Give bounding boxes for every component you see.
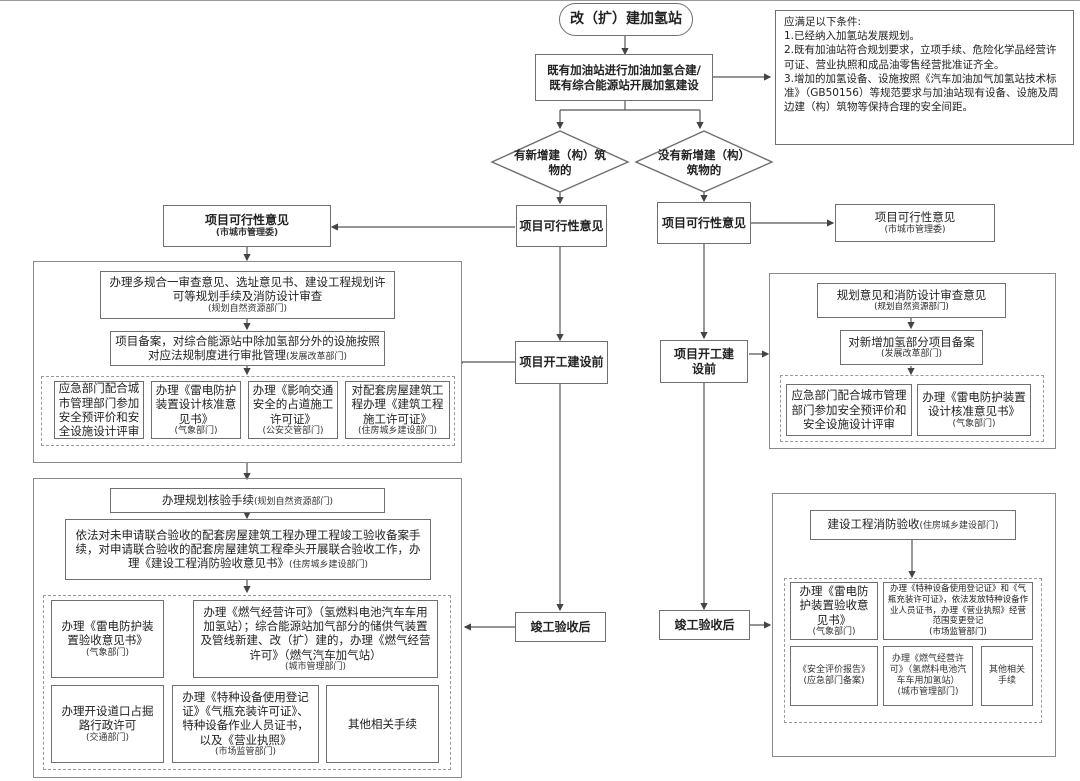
stage-feasibility-left: 项目可行性意见 xyxy=(516,205,607,247)
decision-right-text: 没有新增建（构）筑物的 xyxy=(658,148,750,177)
left-pre-item: 办理《雷电防护装置设计核准意见书》 (气象部门) xyxy=(151,381,241,439)
right-post-item: 其他相关手续 xyxy=(981,646,1033,706)
right-post-item: 办理《特种设备使用登记证》和《气瓶充装许可证》，依法发放特种设备作业人员证书，办… xyxy=(883,582,1033,640)
left-post-acceptance: 依法对未申请联合验收的配套房屋建筑工程办理工程竣工验收备案手续，对申请联合验收的… xyxy=(65,519,431,580)
start-node: 改（扩）建加氢站 xyxy=(559,3,693,36)
right-feasibility-box: 项目可行性意见 (市城市管理委) xyxy=(835,204,995,242)
left-post-acceptance-text: 依法对未申请联合验收的配套房屋建筑工程办理工程竣工验收备案手续，对申请联合验收的… xyxy=(75,527,421,571)
right-post-item: 《安全评价报告》 (应急部门备案) xyxy=(790,646,878,706)
step1-box: 既有加油站进行加油加氢合建/既有综合能源站开展加氢建设 xyxy=(535,54,713,101)
decision-left-text: 有新增建（构）筑物的 xyxy=(514,148,606,177)
right-pre-dashed-group xyxy=(780,375,1044,442)
step1-text: 既有加油站进行加油加氢合建/既有综合能源站开展加氢建设 xyxy=(547,63,701,92)
left-pre-frame xyxy=(33,261,462,463)
right-post-item: 办理《雷电防护装置验收意见书》 (气象部门) xyxy=(790,582,878,640)
right-pre-planning: 规划意见和消防设计审查意见 (规划自然资源部门) xyxy=(817,283,1006,318)
left-pre-filing: 项目备案，对综合能源站中除加氢部分外的设施按照对应法规制度进行审批管理(发展改革… xyxy=(110,331,385,366)
left-post-dashed-group xyxy=(43,595,451,770)
left-pre-item: 应急部门配合城市管理部门参加安全预评价和安全设施设计评审 xyxy=(54,381,144,439)
stage-pre-left: 项目开工建设前 xyxy=(515,341,608,384)
left-pre-dashed-group xyxy=(41,376,455,446)
left-post-item: 办理《特种设备使用登记证》《气瓶充装许可证》、特种设备作业人员证书，以及《营业执… xyxy=(172,685,319,763)
condition-item: 3.增加的加氢设备、设施按照《汽车加油加气加氢站技术标准》（GB50156）等规… xyxy=(784,72,1059,114)
left-pre-item: 对配套房屋建筑工程办理《建筑工程施工许可证》 (住房城乡建设部门) xyxy=(345,381,450,439)
stage-post-left: 竣工验收后 xyxy=(515,612,606,642)
right-post-dashed-group xyxy=(784,578,1042,723)
right-pre-item: 应急部门配合城市管理部门参加安全预评价和安全设施设计评审 xyxy=(786,384,912,436)
conditions-box: 应满足以下条件: 1.已经纳入加氢站发展规划。 2.既有加油站符合规划要求，立项… xyxy=(775,10,1074,145)
conditions-header: 应满足以下条件: xyxy=(784,16,862,28)
stage-pre-right: 项目开工建设前 xyxy=(660,340,748,383)
left-pre-filing-text: 项目备案，对综合能源站中除加氢部分外的设施按照对应法规制度进行审批管理(发展改革… xyxy=(115,333,380,363)
left-feasibility-box: 项目可行性意见 (市城市管理委) xyxy=(163,205,331,247)
top-border xyxy=(0,0,1080,1)
right-pre-filing: 对新增加氢部分项目备案 (发展改革部门) xyxy=(840,330,983,365)
stage-post-right: 竣工验收后 xyxy=(659,610,750,640)
left-post-planning-check: 办理规划核验手续(规划自然资源部门) xyxy=(110,488,385,513)
right-pre-frame xyxy=(769,273,1056,449)
condition-item: 1.已经纳入加氢站发展规划。 xyxy=(784,30,921,43)
left-pre-item: 办理《影响交通安全的占道施工许可证》 (公安交管部门) xyxy=(248,381,338,439)
start-title: 改（扩）建加氢站 xyxy=(570,10,682,27)
right-post-item: 办理《燃气经营许可》（氢燃料电池汽车车用加氢站） (城市管理部门) xyxy=(883,646,973,706)
right-pre-item: 办理《雷电防护装置设计核准意见书》 (气象部门) xyxy=(917,384,1031,436)
condition-item: 2.既有加油站符合规划要求，立项手续、危险化学品经营许可证、营业执照和成品油零售… xyxy=(784,44,1057,71)
right-post-frame xyxy=(772,493,1056,757)
right-post-fire: 建设工程消防验收(住房城乡建设部门) xyxy=(810,510,1016,540)
left-post-item: 办理开设道口占掘路行政许可 (交通部门) xyxy=(51,685,164,763)
stage-feasibility-right: 项目可行性意见 xyxy=(657,202,751,244)
left-post-item: 办理《雷电防护装置验收意见书》 (气象部门) xyxy=(51,600,164,678)
left-post-frame xyxy=(33,478,462,778)
left-post-item: 办理《燃气经营许可》（氢燃料电池汽车车用加氢站）；综合能源站加气部分的储供气装置… xyxy=(193,600,438,678)
left-post-item: 其他相关手续 xyxy=(326,685,439,763)
left-pre-planning: 办理多规合一审查意见、选址意见书、建设工程规划许可等规划手续及消防设计审查 (规… xyxy=(100,271,395,319)
